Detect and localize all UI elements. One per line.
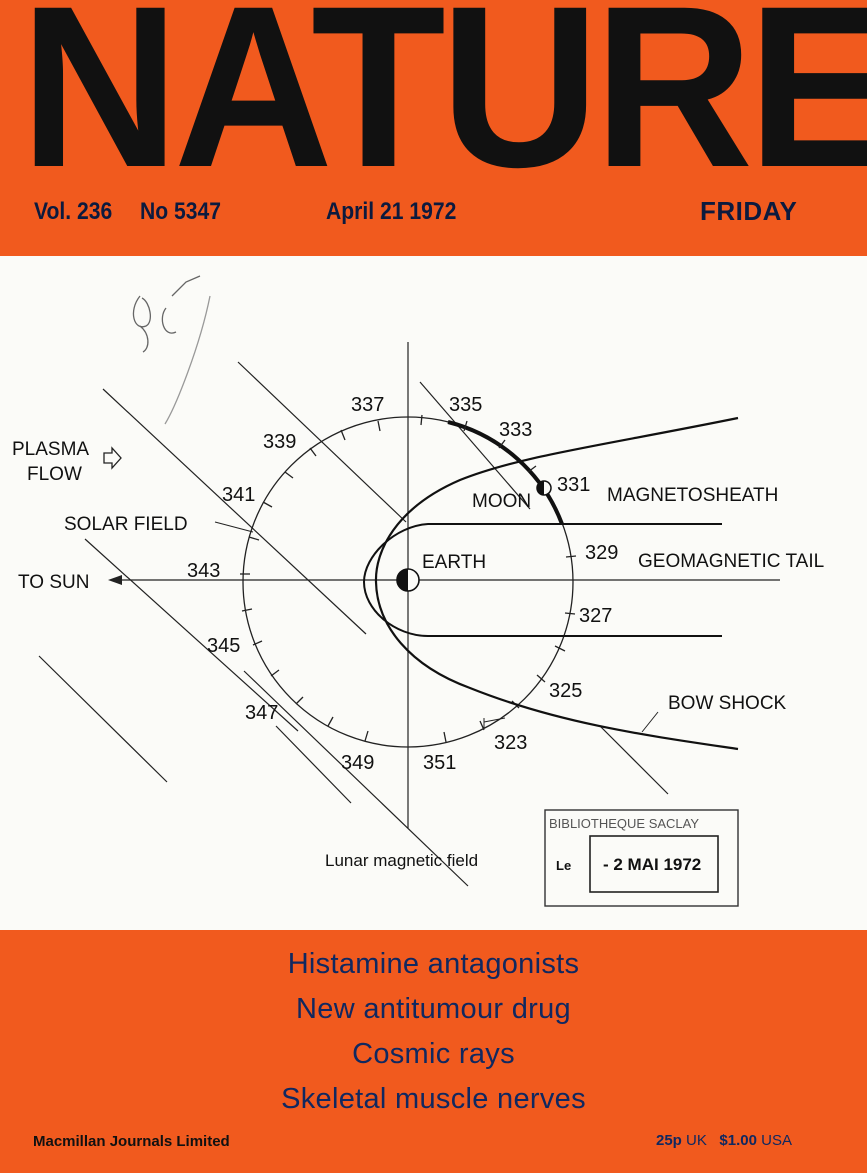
- price-usa-value: $1.00: [719, 1132, 757, 1149]
- day-label: 341: [222, 484, 255, 506]
- orbit-ticks: [240, 414, 577, 743]
- lunar-magnetic-field-diagram: PLASMA FLOW SOLAR FIELD TO SUN EARTH MOO…: [12, 275, 824, 907]
- issue-day: FRIDAY: [700, 196, 798, 226]
- price-uk-value: 25p: [656, 1132, 682, 1149]
- top-orange-band: [0, 0, 867, 256]
- bottom-orange-band: [0, 930, 867, 1173]
- label-plasma: PLASMA: [12, 439, 89, 460]
- stamp-prefix: Le: [556, 858, 571, 873]
- price-usa-unit: USA: [761, 1132, 792, 1149]
- day-label: 351: [423, 752, 456, 774]
- day-label: 323: [494, 732, 527, 754]
- headline-item: Histamine antagonists: [287, 948, 580, 980]
- label-geomagnetic-tail: GEOMAGNETIC TAIL: [638, 551, 824, 572]
- day-label: 327: [579, 605, 612, 627]
- issue-date: April 21 1972: [326, 198, 457, 225]
- label-magnetosheath: MAGNETOSHEATH: [607, 485, 778, 506]
- moon-symbol: [536, 480, 552, 496]
- earth-symbol: [396, 568, 420, 592]
- headline-item: New antitumour drug: [296, 993, 571, 1025]
- day-label: 337: [351, 394, 384, 416]
- day-label: 345: [207, 635, 240, 657]
- leader-lines: [214, 521, 659, 733]
- label-earth: EARTH: [422, 552, 486, 573]
- headline-item: Cosmic rays: [352, 1038, 515, 1070]
- day-label: 343: [187, 560, 220, 582]
- label-bow-shock: BOW SHOCK: [668, 693, 787, 714]
- label-solar-field: SOLAR FIELD: [64, 514, 188, 535]
- day-label: 349: [341, 752, 374, 774]
- bow-shock: [374, 416, 739, 751]
- headline-item: Skeletal muscle nerves: [281, 1083, 586, 1115]
- day-label: 335: [449, 394, 482, 416]
- day-label: 331: [557, 474, 590, 496]
- library-stamp: BIBLIOTHEQUE SACLAY Le - 2 MAI 1972: [544, 809, 739, 907]
- day-label: 339: [263, 431, 296, 453]
- day-label: 333: [499, 419, 532, 441]
- cover-price: 25p UK $1.00 USA: [656, 1132, 792, 1149]
- volume-number: Vol. 236: [34, 198, 113, 225]
- day-label: 347: [245, 702, 278, 724]
- label-moon: MOON: [472, 491, 531, 512]
- magnetopause: [362, 523, 722, 637]
- day-label: 329: [585, 542, 618, 564]
- cover-headlines: Histamine antagonists New antitumour dru…: [0, 942, 867, 1122]
- magnetosheath-orbit-segment: [447, 420, 564, 525]
- label-flow: FLOW: [27, 464, 82, 485]
- label-to-sun: TO SUN: [18, 572, 89, 593]
- plasma-flow-arrow-icon: [103, 446, 122, 470]
- price-uk-unit: UK: [686, 1132, 707, 1149]
- publisher-name: Macmillan Journals Limited: [33, 1133, 230, 1150]
- issue-number: No 5347: [140, 198, 222, 225]
- handwritten-annotation: [132, 275, 211, 425]
- solar-field-lines: [38, 361, 669, 887]
- figure-caption: Lunar magnetic field: [325, 851, 478, 870]
- masthead-title: NATURE: [20, 0, 867, 215]
- stamp-date: - 2 MAI 1972: [603, 855, 701, 874]
- stamp-library: BIBLIOTHEQUE SACLAY: [549, 816, 699, 831]
- diagram-labels: PLASMA FLOW SOLAR FIELD TO SUN EARTH MOO…: [12, 394, 824, 870]
- day-label: 325: [549, 680, 582, 702]
- lunar-orbit: [242, 416, 574, 748]
